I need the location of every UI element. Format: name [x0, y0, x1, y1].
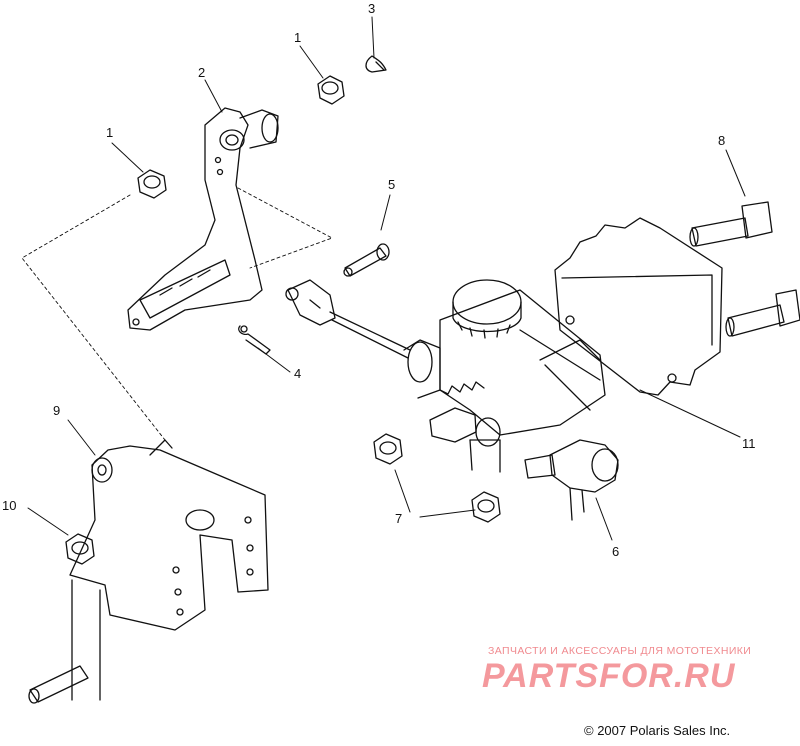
part-8-bolt-lower	[725, 289, 800, 337]
part-10-nut	[65, 533, 95, 565]
part-1-nut-left	[137, 169, 167, 199]
part-3-clip	[365, 55, 387, 73]
watermark-tagline: ЗАПЧАСТИ И АКСЕССУАРЫ ДЛЯ МОТОТЕХНИКИ	[488, 645, 752, 657]
callout-11: 11	[742, 436, 756, 451]
copyright-text: © 2007 Polaris Sales Inc.	[584, 723, 731, 738]
callout-7: 7	[395, 511, 403, 526]
callout-5: 5	[388, 177, 396, 192]
master-cylinder-assembly	[285, 279, 606, 473]
part-9-mounting-bracket	[28, 439, 269, 704]
part-5-clevis-pin	[343, 243, 390, 277]
callout-10: 10	[2, 498, 17, 513]
leader-lines	[27, 16, 746, 541]
part-1-nut-upper	[317, 75, 345, 105]
callout-1-left: 1	[106, 125, 114, 140]
part-11-bracket-plate	[554, 217, 723, 396]
callout-4: 4	[294, 366, 302, 381]
callout-1-upper: 1	[294, 30, 302, 45]
callout-9: 9	[53, 403, 61, 418]
part-2-brake-pedal	[127, 107, 279, 331]
callout-2: 2	[198, 65, 206, 80]
part-7-nut-right	[471, 491, 501, 523]
callout-6: 6	[612, 544, 620, 559]
part-8-bolt-upper	[689, 201, 773, 247]
callout-3: 3	[368, 1, 376, 16]
part-6-fitting	[524, 439, 619, 521]
callout-8: 8	[718, 133, 726, 148]
watermark-logo: PARTSFOR.RU	[482, 657, 736, 695]
part-4-cotter-pin	[238, 325, 271, 355]
dashed-guide-lines	[21, 187, 333, 441]
part-7-nut-left	[373, 433, 403, 465]
